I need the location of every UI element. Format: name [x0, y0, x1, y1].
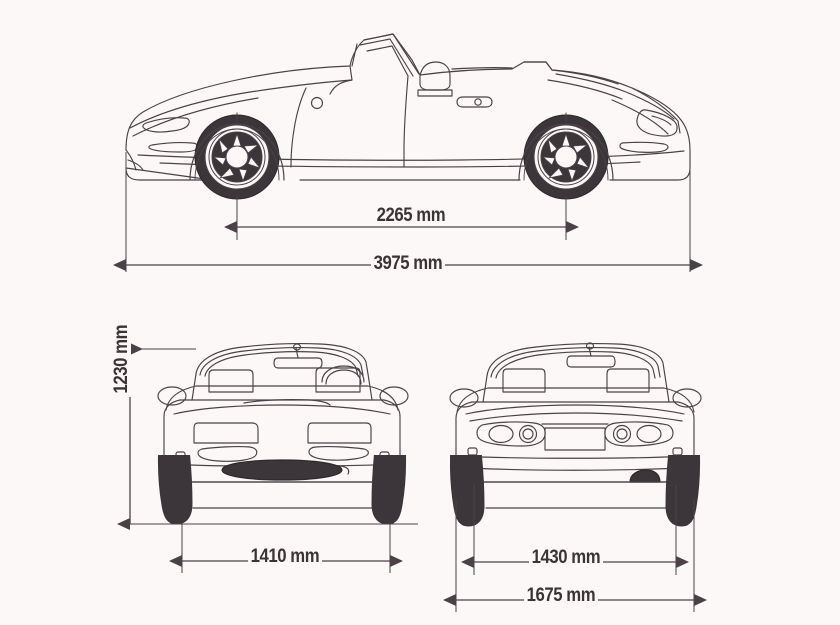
- overall-length-dimension-label: 3975 mm: [371, 254, 445, 273]
- side-rear-wheel: [518, 112, 614, 200]
- rear-track-dimension-label: 1430 mm: [529, 548, 603, 567]
- overall-width-dimension-label: 1675 mm: [524, 586, 598, 605]
- wheelbase-dimension-label: 2265 mm: [374, 206, 448, 225]
- side-view-group: [125, 33, 691, 200]
- side-front-wheel: [189, 112, 285, 200]
- rear-view-tires: [450, 455, 701, 527]
- front-view-group: [157, 343, 409, 509]
- overall-height-dimension-label: 1230 mm: [111, 321, 132, 397]
- rear-view-group: [449, 342, 702, 509]
- front-track-dimension-label: 1410 mm: [248, 547, 322, 566]
- front-view-tires: [157, 455, 407, 525]
